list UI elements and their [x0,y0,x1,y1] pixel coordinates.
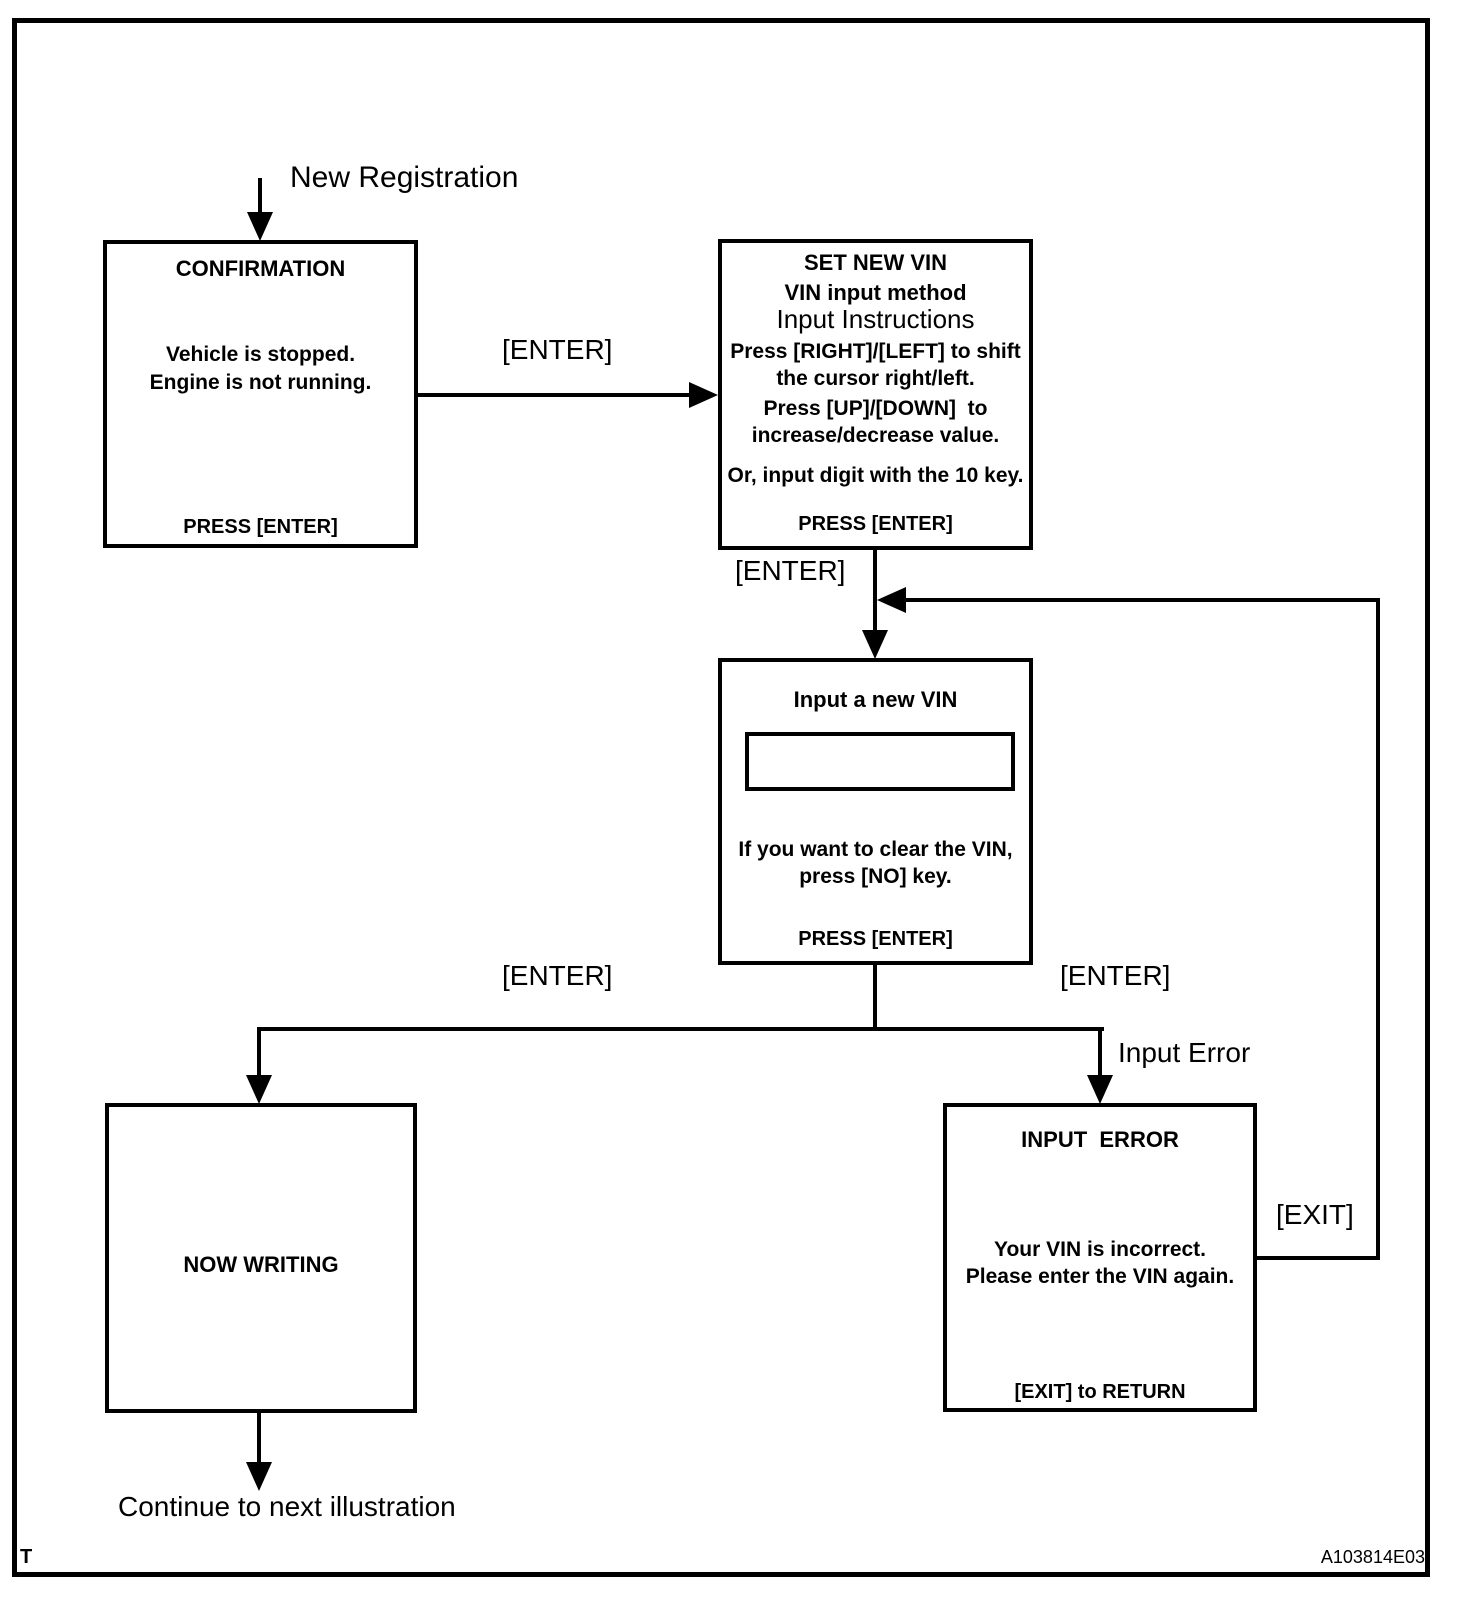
enter-label-mid: [ENTER] [735,555,846,586]
input-error-line: Your VIN is incorrect. [994,1238,1206,1261]
enter-label-right: [ENTER] [1060,960,1171,991]
continue-note-label: Continue to next illustration [118,1491,456,1522]
set-new-vin-heading: Input Instructions [776,304,975,334]
confirmation-box: CONFIRMATION Vehicle is stopped. Engine … [103,240,418,548]
set-new-vin-line: Or, input digit with the 10 key. [727,464,1024,487]
enter-label-left: [ENTER] [502,960,613,991]
confirmation-footer: PRESS [ENTER] [183,516,338,538]
set-new-vin-line: Press [RIGHT]/[LEFT] to shift [730,340,1021,363]
exit-arrow-line [257,1413,261,1464]
set-new-vin-footer: PRESS [ENTER] [798,513,953,535]
input-error-footer: [EXIT] to RETURN [1014,1381,1186,1403]
connector-confirmation-to-setvin [418,393,692,397]
set-new-vin-title: SET NEW VIN [803,250,947,275]
connector-arrowhead-icon [862,630,888,659]
input-vin-box: Input a new VIN If you want to clear the… [718,658,1033,965]
input-error-line: Please enter the VIN again. [965,1265,1235,1288]
branch-stub-line [873,965,877,1029]
feedback-arrowhead-icon [877,587,906,613]
input-error-title: INPUT ERROR [1021,1127,1179,1152]
branch-left-arrowhead-icon [246,1075,272,1104]
entry-arrowhead-icon [247,212,273,241]
branch-horizontal-line [257,1027,1104,1031]
exit-arrowhead-icon [246,1462,272,1491]
set-new-vin-subtitle: VIN input method [784,280,967,305]
input-vin-line: If you want to clear the VIN, [738,838,1013,861]
input-error-box: INPUT ERROR Your VIN is incorrect. Pleas… [943,1103,1257,1412]
feedback-line-bottom [1257,1256,1380,1260]
set-new-vin-box: SET NEW VIN VIN input method Input Instr… [718,239,1033,550]
input-error-branch-label: Input Error [1118,1037,1251,1068]
feedback-line-horizontal [903,598,1380,602]
set-new-vin-line: the cursor right/left. [776,367,975,390]
confirmation-title: CONFIRMATION [175,256,346,281]
confirmation-line: Vehicle is stopped. [165,343,356,366]
enter-label-top: [ENTER] [502,334,613,365]
set-new-vin-line: increase/decrease value. [751,424,1000,447]
branch-right-line [1098,1027,1102,1077]
entry-arrow-line [258,178,262,214]
connector-arrowhead-icon [689,382,718,408]
corner-mark: T [20,1546,33,1568]
new-registration-label: New Registration [290,161,519,194]
reference-code: A103814E03 [1320,1547,1425,1567]
branch-left-line [257,1027,261,1077]
branch-right-arrowhead-icon [1087,1075,1113,1104]
now-writing-box: NOW WRITING [105,1103,417,1413]
connector-setvin-to-inputvin [873,550,877,632]
exit-label: [EXIT] [1276,1199,1354,1230]
feedback-line-vertical [1376,598,1380,1260]
now-writing-title: NOW WRITING [183,1252,339,1277]
input-vin-title: Input a new VIN [793,687,958,712]
input-vin-line: press [NO] key. [799,865,952,888]
set-new-vin-line: Press [UP]/[DOWN] to [763,397,988,420]
input-vin-footer: PRESS [ENTER] [798,928,953,950]
confirmation-line: Engine is not running. [149,371,372,394]
vin-input-field [745,732,1015,791]
